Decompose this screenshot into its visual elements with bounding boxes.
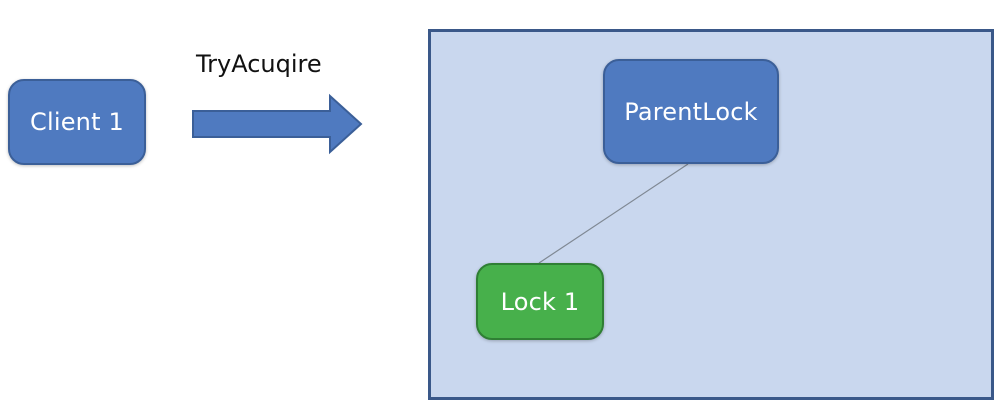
- lock-1-label: Lock 1: [500, 287, 580, 316]
- lock-1-node[interactable]: Lock 1: [476, 263, 604, 340]
- parent-lock-node[interactable]: ParentLock: [603, 59, 779, 164]
- client-label: Client 1: [30, 108, 124, 136]
- parent-child-connector: [538, 163, 689, 264]
- client-node[interactable]: Client 1: [8, 79, 146, 165]
- try-acquire-arrow: [192, 93, 363, 155]
- parent-lock-label: ParentLock: [624, 97, 758, 126]
- arrow-label: TryAcuqire: [196, 50, 322, 78]
